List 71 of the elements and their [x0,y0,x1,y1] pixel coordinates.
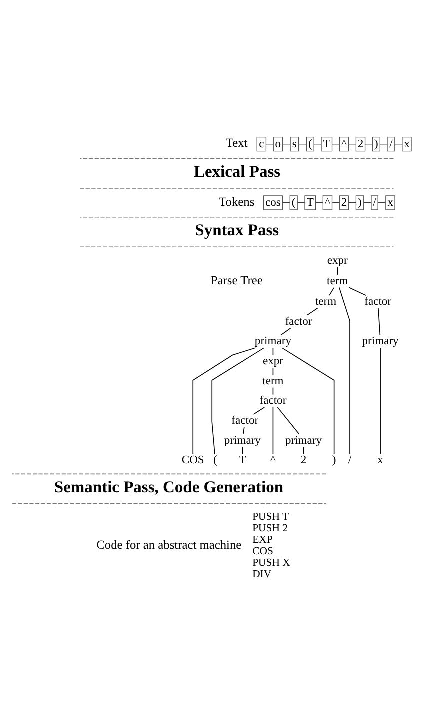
label: COS [252,545,274,558]
label: Code for an abstract machine [96,537,242,552]
node-text: expr [262,355,284,368]
node-box: / [371,195,378,210]
connector [363,202,372,203]
node-box: ^ [322,195,333,210]
connector [253,406,266,414]
node-box: ( [306,136,314,152]
node-box: ^ [339,136,350,152]
node-box: cos [263,195,284,210]
node-text: factor [364,296,392,308]
connector [332,202,340,203]
node-box: s [290,136,300,152]
node-text: primary [285,434,322,446]
label: PUSH X [252,556,290,569]
node-box: o [273,136,284,152]
connector [329,286,335,296]
node-box: ) [372,136,380,152]
node-text: 2 [300,454,307,466]
node-text: primary [254,335,292,348]
connector [348,286,367,296]
node-box: T [321,136,333,152]
connector [277,406,300,434]
node-box: 2 [339,195,350,210]
node-text: T [239,454,246,466]
connector [243,426,245,434]
connector [380,347,381,454]
label: PUSH 2 [252,522,288,534]
node-box: T [304,195,316,210]
connector [272,406,274,454]
node-text: factor [232,414,259,426]
node-text: COS [182,454,204,466]
node-text: x [378,454,384,466]
label: Text [226,136,248,150]
connector [316,202,324,203]
connector [280,327,292,336]
node-text: primary [224,434,261,446]
node-text: term [315,296,337,308]
node-box: x [402,136,412,152]
label: Syntax Pass [195,220,280,240]
node-box: 2 [356,136,366,152]
node-text: factor [260,394,287,407]
node-text: term [262,374,284,387]
connector [337,266,338,275]
connector [338,286,350,454]
node-text: primary [362,335,399,348]
connector [297,202,306,203]
node-text: ( [213,454,218,466]
connector [348,202,356,203]
label: Tokens [219,194,255,208]
label: Lexical Pass [194,161,281,180]
node-box: ( [290,195,298,210]
node-box: x [386,195,396,210]
node-text: ) [332,454,336,466]
label: DIV [252,568,272,580]
connector [282,202,290,203]
label: PUSH T [252,510,290,522]
node-text: / [348,454,352,466]
node-box: c [256,136,267,152]
label: Semantic Pass, Code Generation [54,476,284,496]
connector [378,202,386,203]
label: Parse Tree [210,272,263,287]
node-text: term [327,274,348,287]
node-text: expr [327,254,348,266]
connector [378,308,381,336]
node-box: / [388,136,395,152]
label: EXP [252,534,273,546]
node-text: ^ [270,454,276,466]
node-text: factor [285,315,312,328]
connector [306,307,318,316]
node-box: ) [356,195,364,210]
